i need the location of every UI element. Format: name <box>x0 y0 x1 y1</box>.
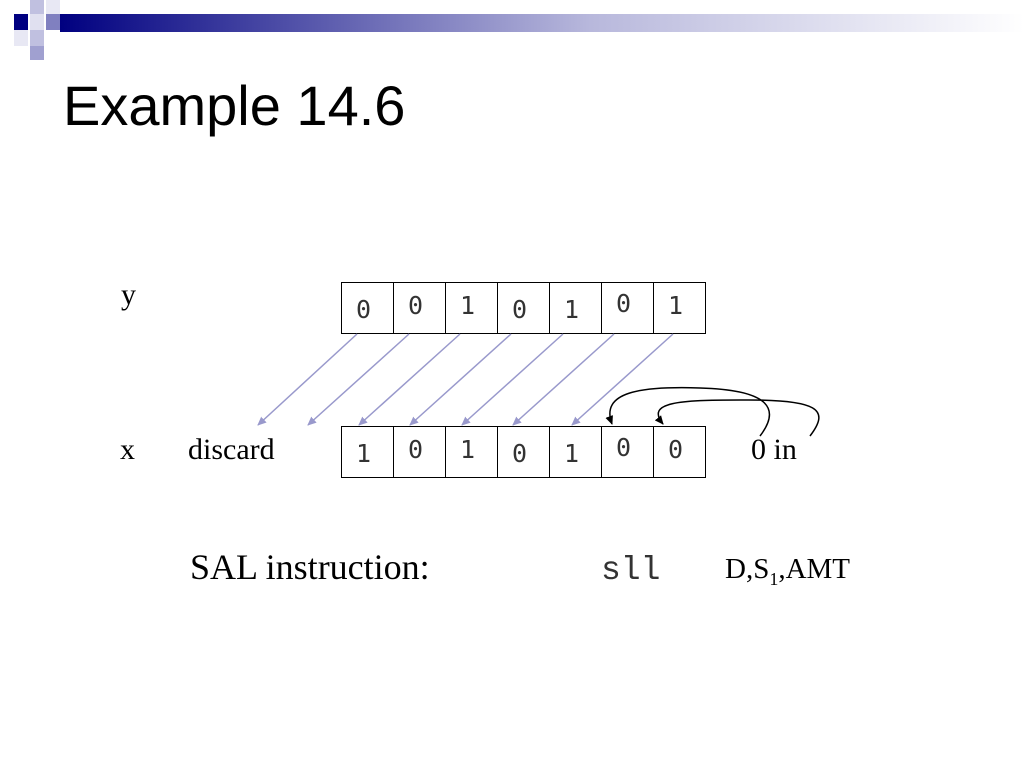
register-x: 1 0 1 0 1 0 0 <box>341 426 706 478</box>
register-x-cell: 0 <box>498 427 550 477</box>
bit-value: 0 <box>408 291 424 320</box>
operand-subscript: 1 <box>769 568 779 589</box>
bit-value: 0 <box>616 289 632 318</box>
bit-value: 1 <box>564 295 580 324</box>
register-x-cell: 0 <box>602 427 654 477</box>
register-x-cell: 1 <box>342 427 394 477</box>
register-y-cell: 1 <box>446 283 498 333</box>
shift-arrow <box>409 333 512 426</box>
register-y-cell: 0 <box>602 283 654 333</box>
instruction-operands: D,S1,AMT <box>725 553 850 590</box>
shift-arrow <box>307 333 410 426</box>
bit-value: 0 <box>616 433 632 462</box>
slide-title: Example 14.6 <box>63 74 406 137</box>
operand-amt: ,AMT <box>778 553 851 585</box>
register-y-cell: 0 <box>498 283 550 333</box>
instruction-mnemonic: sll <box>601 552 661 589</box>
bit-value: 1 <box>668 291 684 320</box>
register-y-cell: 1 <box>550 283 602 333</box>
bit-value: 0 <box>512 439 528 468</box>
register-y-cell: 1 <box>654 283 705 333</box>
bit-value: 1 <box>460 435 476 464</box>
header-decoration <box>14 0 1024 60</box>
shift-arrow <box>257 333 358 426</box>
label-discard: discard <box>188 433 275 466</box>
register-y: 0 0 1 0 1 0 1 <box>341 282 706 334</box>
register-x-cell: 0 <box>394 427 446 477</box>
register-x-cell: 1 <box>446 427 498 477</box>
bit-value: 0 <box>356 295 372 324</box>
label-zero-in: 0 in <box>751 433 797 466</box>
shift-arrow <box>571 333 674 426</box>
label-y: y <box>121 278 136 311</box>
bit-value: 1 <box>460 291 476 320</box>
bit-value: 1 <box>564 439 580 468</box>
sal-instruction-label: SAL instruction: <box>190 547 430 587</box>
operand-d-s: D,S <box>725 553 770 585</box>
label-x: x <box>120 433 135 466</box>
register-y-cell: 0 <box>342 283 394 333</box>
register-x-cell: 0 <box>654 427 705 477</box>
bit-value: 0 <box>408 435 424 464</box>
register-y-cell: 0 <box>394 283 446 333</box>
shift-arrow <box>461 333 564 426</box>
shift-arrow <box>358 333 461 426</box>
register-x-cell: 1 <box>550 427 602 477</box>
bit-value: 0 <box>512 295 528 324</box>
bit-value: 1 <box>356 439 372 468</box>
shift-arrow <box>512 333 615 426</box>
bit-value: 0 <box>668 435 684 464</box>
